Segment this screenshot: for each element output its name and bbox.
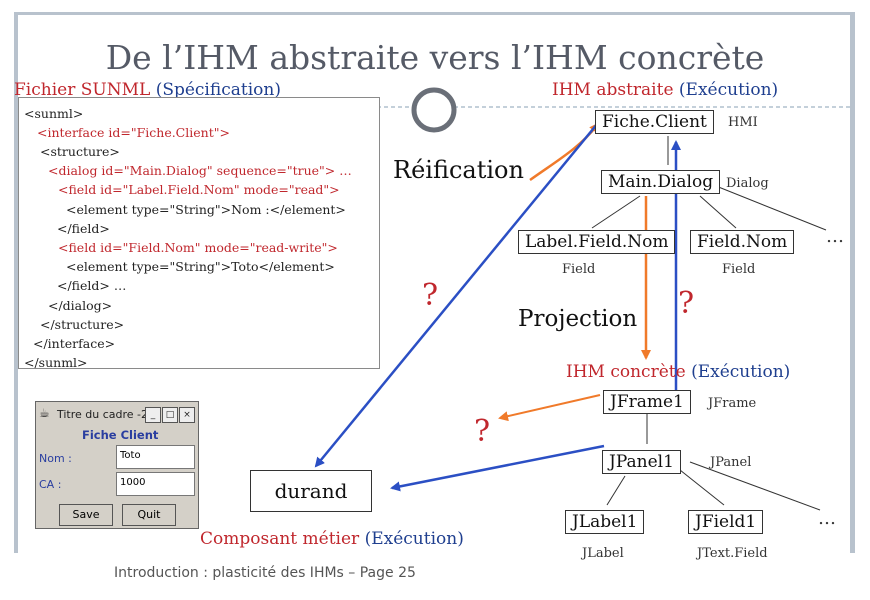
xml-line: <element type="String">Nom :</element> xyxy=(66,200,346,219)
xml-line: </dialog> xyxy=(48,296,112,315)
xml-line: </sunml> xyxy=(24,353,88,372)
node-main-dialog: Main.Dialog xyxy=(601,170,720,194)
node-jfield1: JField1 xyxy=(688,510,763,534)
window-titlebar: ☕ Titre du cadre -2 _ □ × xyxy=(37,403,197,425)
concrete-header-paren: (Exécution) xyxy=(691,362,790,382)
xml-line: <interface id="Fiche.Client"> xyxy=(37,123,230,142)
window-heading: Fiche Client xyxy=(82,428,158,442)
footer: Introduction : plasticité des IHMs – Pag… xyxy=(114,565,416,581)
xml-line: <field id="Field.Nom" mode="read-write"> xyxy=(58,240,338,255)
node-jlabel1: JLabel1 xyxy=(565,510,644,534)
xml-line: <field id="Field.Nom" mode="read-write"> xyxy=(58,238,338,257)
node-fiche-client: Fiche.Client xyxy=(595,110,714,134)
node-jpanel1: JPanel1 xyxy=(602,450,681,474)
reification-arrow xyxy=(530,124,598,180)
question-mark-right: ? xyxy=(678,286,694,321)
ca-label: CA : xyxy=(39,478,61,491)
quit-button[interactable]: Quit xyxy=(122,504,176,526)
window-title: Titre du cadre -2 xyxy=(57,408,148,421)
xml-line: </field> xyxy=(57,219,110,238)
xml-line: <structure> xyxy=(40,142,120,161)
abstract-header-paren: (Exécution) xyxy=(679,80,778,100)
abstract-ellipsis: … xyxy=(826,226,844,247)
business-label-text: Composant métier xyxy=(200,529,359,549)
xml-line: </structure> xyxy=(40,315,124,334)
xml-line: <field id="Label.Field.Nom" mode="read"> xyxy=(58,180,340,199)
maximize-icon[interactable]: □ xyxy=(162,407,178,423)
business-label-paren: (Exécution) xyxy=(365,529,464,549)
xml-line: </field> … xyxy=(57,276,126,295)
abstract-header: IHM abstraite (Exécution) xyxy=(552,80,778,100)
node-durand: durand xyxy=(250,470,372,512)
node-main-dialog-type: Dialog xyxy=(726,176,769,191)
concrete-header-label: IHM concrète xyxy=(566,362,686,382)
question-mark-bottom: ? xyxy=(474,414,490,449)
node-fiche-client-type: HMI xyxy=(728,115,758,130)
node-label-field-nom: Label.Field.Nom xyxy=(518,230,675,254)
xml-line: <element type="String">Toto</element> xyxy=(66,257,335,276)
save-button[interactable]: Save xyxy=(59,504,113,526)
tree-line-dialog-field2 xyxy=(700,196,736,228)
node-jpanel1-type: JPanel xyxy=(710,455,751,470)
concrete-ellipsis: … xyxy=(818,508,836,529)
xml-line: <sunml> xyxy=(24,104,83,123)
question-mark-left: ? xyxy=(422,278,438,313)
xml-line: <dialog id="Main.Dialog" sequence="true"… xyxy=(48,163,352,178)
tree-line-dialog-field1 xyxy=(592,196,640,228)
circle-symbol xyxy=(414,90,454,130)
nom-field[interactable]: Toto xyxy=(116,445,195,469)
abstract-header-label: IHM abstraite xyxy=(552,80,674,100)
node-jlabel1-type: JLabel xyxy=(582,546,624,561)
durand-orange-arrow xyxy=(500,395,600,418)
close-icon[interactable]: × xyxy=(179,407,195,423)
ca-field[interactable]: 1000 xyxy=(116,472,195,496)
node-field-nom: Field.Nom xyxy=(690,230,794,254)
node-label-field-nom-type: Field xyxy=(562,262,595,277)
java-cup-icon: ☕ xyxy=(39,406,50,420)
blue-arrow-from-jpanel xyxy=(392,446,604,488)
concrete-header: IHM concrète (Exécution) xyxy=(566,362,790,382)
node-jframe1: JFrame1 xyxy=(603,390,691,414)
reification-label: Réification xyxy=(393,156,524,184)
node-field-nom-type: Field xyxy=(722,262,755,277)
slide-title: De l’IHM abstraite vers l’IHM concrète xyxy=(0,38,870,77)
xml-line: </interface> xyxy=(33,334,115,353)
node-jframe1-type: JFrame xyxy=(708,396,756,411)
xml-line: <interface id="Fiche.Client"> xyxy=(37,125,230,140)
projection-label: Projection xyxy=(518,306,637,332)
tree-line-dialog-more xyxy=(716,186,826,230)
nom-label: Nom : xyxy=(39,452,72,465)
xml-line: <dialog id="Main.Dialog" sequence="true"… xyxy=(48,161,352,180)
tree-line-jpanel-jfield xyxy=(680,470,724,505)
tree-line-jpanel-jlabel xyxy=(607,476,625,505)
fiche-client-window: ☕ Titre du cadre -2 _ □ × Fiche Client N… xyxy=(35,401,199,529)
business-label: Composant métier (Exécution) xyxy=(200,529,464,549)
xml-line: <field id="Label.Field.Nom" mode="read"> xyxy=(58,182,340,197)
minimize-icon[interactable]: _ xyxy=(145,407,161,423)
node-jfield1-type: JText.Field xyxy=(697,546,768,561)
